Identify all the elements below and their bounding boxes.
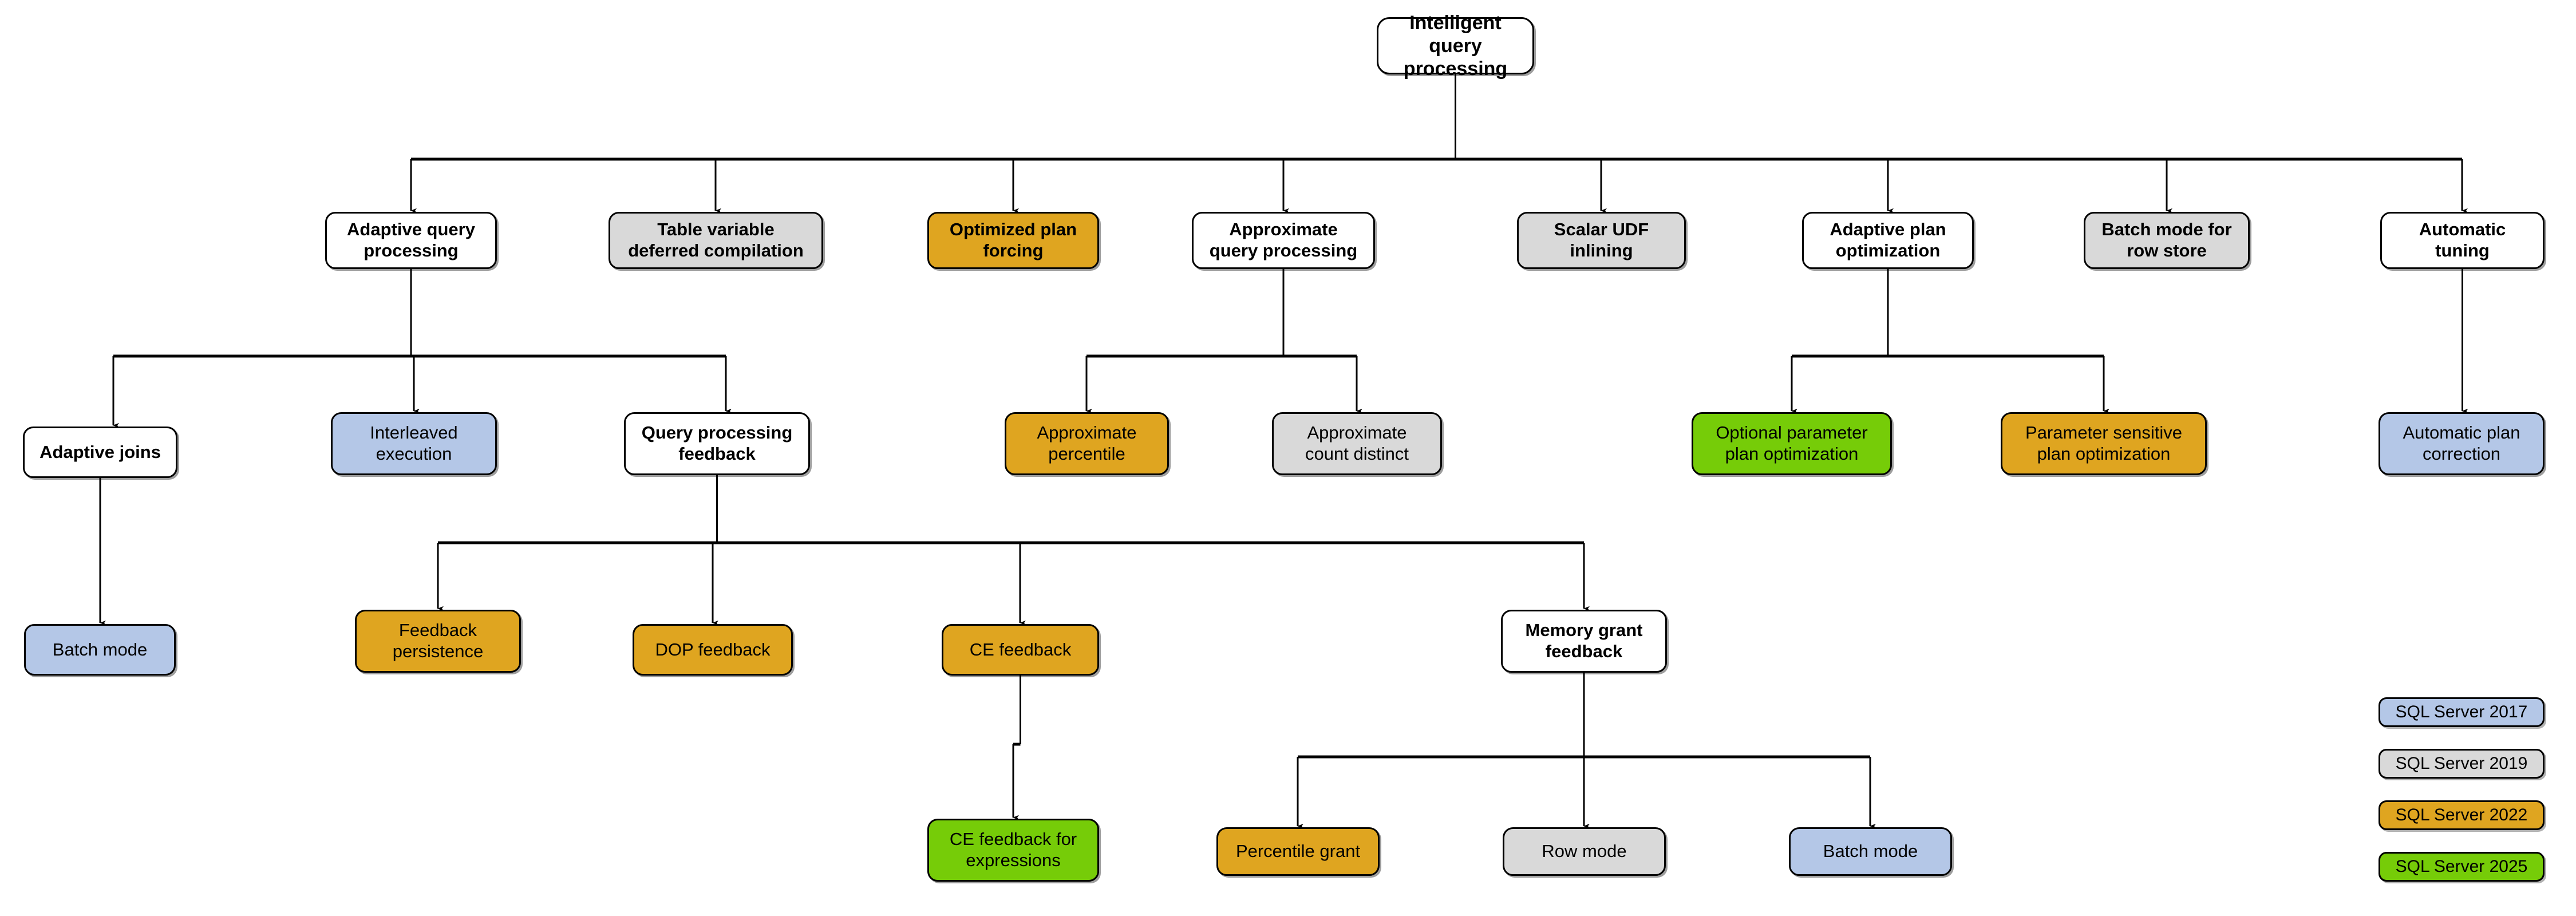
- node-memory-grant-feedback[interactable]: Memory grant feedback: [1501, 610, 1667, 673]
- node-label: DOP feedback: [655, 639, 771, 660]
- node-label: Percentile grant: [1235, 841, 1361, 862]
- node-parameter-sensitive-plan-optimization[interactable]: Parameter sensitive plan optimization: [2001, 412, 2207, 475]
- node-adaptive-query-processing[interactable]: Adaptive query processing: [325, 212, 497, 269]
- node-label: CE feedback for expressions: [949, 829, 1077, 870]
- node-batch-mode-adaptive-joins[interactable]: Batch mode: [24, 624, 176, 676]
- node-label: Interleaved execution: [370, 423, 458, 464]
- node-label: Scalar UDF inlining: [1554, 219, 1649, 260]
- node-optional-parameter-plan-optimization[interactable]: Optional parameter plan optimization: [1692, 412, 1892, 475]
- node-approximate-count-distinct[interactable]: Approximate count distinct: [1272, 412, 1442, 475]
- legend-label: SQL Server 2019: [2395, 754, 2528, 773]
- node-batch-mode-for-row-store[interactable]: Batch mode for row store: [2084, 212, 2250, 269]
- node-feedback-persistence[interactable]: Feedback persistence: [355, 610, 521, 673]
- node-interleaved-execution[interactable]: Interleaved execution: [331, 412, 497, 475]
- legend-sql-server-2025: SQL Server 2025: [2379, 852, 2545, 882]
- node-label: Feedback persistence: [392, 620, 484, 661]
- node-automatic-tuning[interactable]: Automatic tuning: [2380, 212, 2545, 269]
- legend-sql-server-2017: SQL Server 2017: [2379, 697, 2545, 727]
- node-label: Adaptive plan optimization: [1830, 219, 1946, 260]
- node-adaptive-plan-optimization[interactable]: Adaptive plan optimization: [1802, 212, 1974, 269]
- node-label: Optimized plan forcing: [949, 219, 1077, 260]
- node-label: Optional parameter plan optimization: [1716, 423, 1868, 464]
- node-label: Approximate query processing: [1209, 219, 1358, 260]
- node-scalar-udf-inlining[interactable]: Scalar UDF inlining: [1517, 212, 1686, 269]
- node-label: Intelligent query processing: [1403, 11, 1508, 80]
- node-percentile-grant[interactable]: Percentile grant: [1216, 827, 1380, 876]
- node-label: Batch mode: [52, 639, 148, 660]
- legend-label: SQL Server 2022: [2395, 806, 2528, 824]
- node-label: Table variable deferred compilation: [628, 219, 804, 260]
- legend-sql-server-2022: SQL Server 2022: [2379, 800, 2545, 830]
- node-ce-feedback[interactable]: CE feedback: [942, 624, 1099, 676]
- legend-label: SQL Server 2025: [2395, 857, 2528, 876]
- node-dop-feedback[interactable]: DOP feedback: [633, 624, 793, 676]
- node-adaptive-joins[interactable]: Adaptive joins: [23, 427, 177, 478]
- node-label: Approximate count distinct: [1305, 423, 1409, 464]
- legend-label: SQL Server 2017: [2395, 702, 2528, 721]
- legend-sql-server-2019: SQL Server 2019: [2379, 749, 2545, 779]
- node-batch-mode-memory-grant[interactable]: Batch mode: [1789, 827, 1952, 876]
- node-label: Automatic plan correction: [2403, 423, 2520, 464]
- node-approximate-query-processing[interactable]: Approximate query processing: [1192, 212, 1375, 269]
- node-approximate-percentile[interactable]: Approximate percentile: [1005, 412, 1169, 475]
- node-label: Parameter sensitive plan optimization: [2025, 423, 2182, 464]
- node-label: Approximate percentile: [1037, 423, 1137, 464]
- node-row-mode[interactable]: Row mode: [1503, 827, 1666, 876]
- node-query-processing-feedback[interactable]: Query processing feedback: [624, 412, 810, 475]
- node-optimized-plan-forcing[interactable]: Optimized plan forcing: [927, 212, 1099, 269]
- node-label: Batch mode for row store: [2101, 219, 2232, 260]
- node-root[interactable]: Intelligent query processing: [1377, 12, 1534, 80]
- node-automatic-plan-correction[interactable]: Automatic plan correction: [2379, 412, 2545, 475]
- node-label: Adaptive joins: [39, 441, 161, 462]
- node-label: CE feedback: [969, 639, 1072, 660]
- node-label: Row mode: [1542, 841, 1627, 862]
- node-label: Batch mode: [1823, 841, 1918, 862]
- node-table-variable-deferred-compilation[interactable]: Table variable deferred compilation: [609, 212, 823, 269]
- node-label: Adaptive query processing: [347, 219, 475, 260]
- node-label: Query processing feedback: [641, 423, 793, 464]
- node-label: Automatic tuning: [2419, 219, 2506, 260]
- node-ce-feedback-for-expressions[interactable]: CE feedback for expressions: [927, 819, 1099, 882]
- node-label: Memory grant feedback: [1525, 620, 1643, 661]
